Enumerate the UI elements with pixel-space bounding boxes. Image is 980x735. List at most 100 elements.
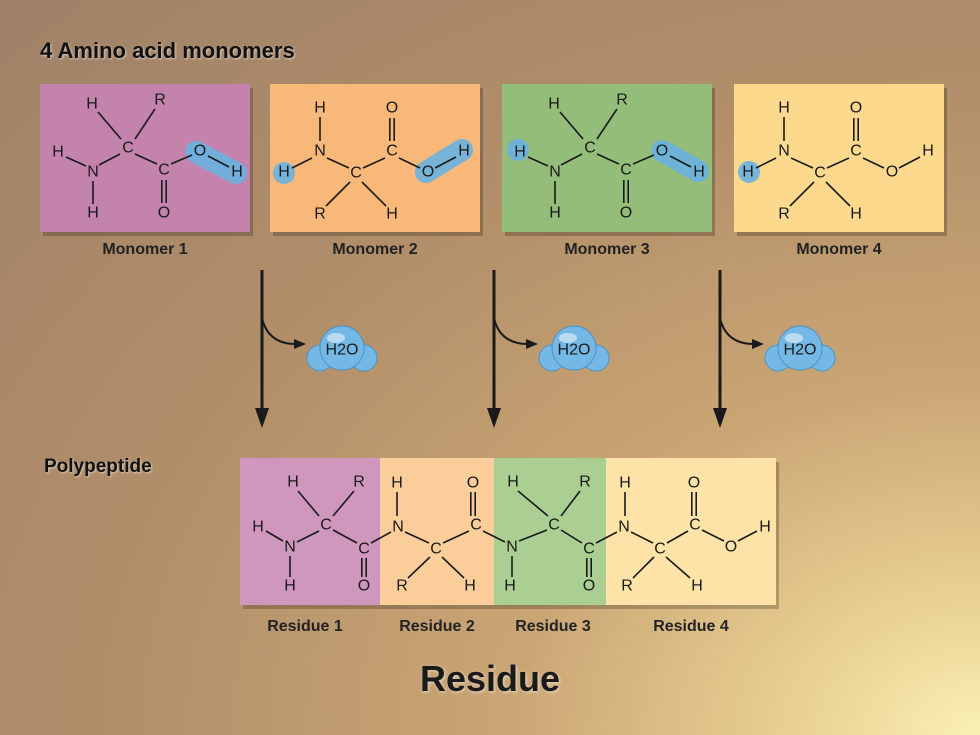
bond	[326, 157, 350, 169]
bond	[518, 529, 548, 542]
bond	[632, 556, 655, 579]
water-label: H2O	[784, 342, 817, 359]
atom-r: R	[396, 578, 408, 595]
atom-h: H	[284, 578, 296, 595]
water-molecule-icon: H2O	[306, 325, 378, 372]
residue-2-panel	[380, 458, 494, 605]
atom-c: C	[320, 517, 332, 534]
bond	[701, 529, 725, 542]
atom-h: H	[386, 206, 398, 223]
atom-c: C	[850, 143, 862, 160]
monomer-3-label: Monomer 3	[564, 241, 650, 258]
caption-residue: Residue	[419, 658, 561, 699]
atom-o: O	[620, 205, 632, 222]
bond	[134, 153, 158, 165]
bond	[170, 154, 193, 165]
water-shine	[785, 333, 803, 343]
atom-h: H	[619, 475, 631, 492]
atom-r: R	[778, 206, 790, 223]
bond	[669, 155, 692, 168]
water-molecule-icon: H2O	[538, 325, 610, 372]
atom-n: N	[506, 539, 518, 556]
branch-arrow	[493, 317, 529, 345]
atom-h: H	[504, 578, 516, 595]
bond	[665, 556, 691, 579]
bond	[325, 181, 351, 207]
residue-4-panel	[606, 458, 776, 605]
atom-n: N	[87, 164, 99, 181]
branch-arrow	[719, 317, 755, 345]
atom-o: O	[194, 143, 206, 160]
atom-c: C	[620, 162, 632, 179]
highlight-oh-2	[415, 139, 473, 183]
atom-h: H	[548, 96, 560, 113]
branch-arrow-head	[294, 339, 306, 349]
atom-n: N	[549, 164, 561, 181]
bond	[560, 153, 583, 166]
atom-h: H	[87, 205, 99, 222]
atom-o: O	[358, 578, 370, 595]
water-shine	[327, 333, 345, 343]
atom-h: H	[287, 474, 299, 491]
polypeptide-label: Polypeptide	[44, 456, 152, 477]
atom-h: H	[391, 475, 403, 492]
atom-h: H	[458, 143, 470, 160]
bond	[434, 156, 457, 169]
bond	[527, 156, 549, 167]
atom-h: H	[922, 143, 934, 160]
residue-2-label: Residue 2	[399, 618, 475, 635]
atom-c: C	[350, 165, 362, 182]
bond	[442, 530, 470, 544]
atom-h: H	[231, 164, 243, 181]
bond	[207, 155, 230, 168]
atom-r: R	[579, 474, 591, 491]
atom-h: H	[278, 164, 290, 181]
water-label: H2O	[326, 342, 359, 359]
bond	[517, 490, 549, 517]
atom-c: C	[689, 517, 701, 534]
residue-4-label: Residue 4	[653, 618, 729, 635]
atom-h: H	[742, 164, 754, 181]
atom-c: C	[158, 162, 170, 179]
atom-h: H	[691, 578, 703, 595]
bond	[362, 157, 386, 169]
bond	[398, 157, 421, 169]
bond	[755, 157, 777, 169]
arrow-head	[487, 408, 501, 428]
atom-n: N	[778, 143, 790, 160]
bond	[789, 181, 815, 207]
residue-3-panel	[494, 458, 606, 605]
atom-h: H	[464, 578, 476, 595]
atom-r: R	[353, 474, 365, 491]
reaction-arrow-1: H2O	[255, 270, 378, 428]
bond	[596, 153, 620, 165]
bond	[862, 157, 885, 169]
bond	[482, 530, 506, 543]
monomer-2-label: Monomer 2	[332, 241, 418, 258]
bond	[98, 153, 121, 166]
residue-1-label: Residue 1	[267, 618, 343, 635]
atom-h: H	[759, 519, 771, 536]
atom-c: C	[584, 140, 596, 157]
atom-r: R	[314, 206, 326, 223]
bond	[826, 157, 850, 169]
bond	[560, 529, 583, 544]
bond	[134, 108, 156, 140]
atom-o: O	[725, 539, 737, 556]
bond	[407, 556, 431, 579]
atom-c: C	[430, 541, 442, 558]
atom-c: C	[122, 140, 134, 157]
bond	[898, 156, 921, 169]
atom-n: N	[284, 539, 296, 556]
monomer-1-label: Monomer 1	[102, 241, 188, 258]
page-heading: 4 Amino acid monomers	[40, 38, 295, 63]
atom-h: H	[514, 144, 526, 161]
atom-n: N	[618, 519, 630, 536]
atom-o: O	[688, 475, 700, 492]
bond	[265, 530, 284, 542]
